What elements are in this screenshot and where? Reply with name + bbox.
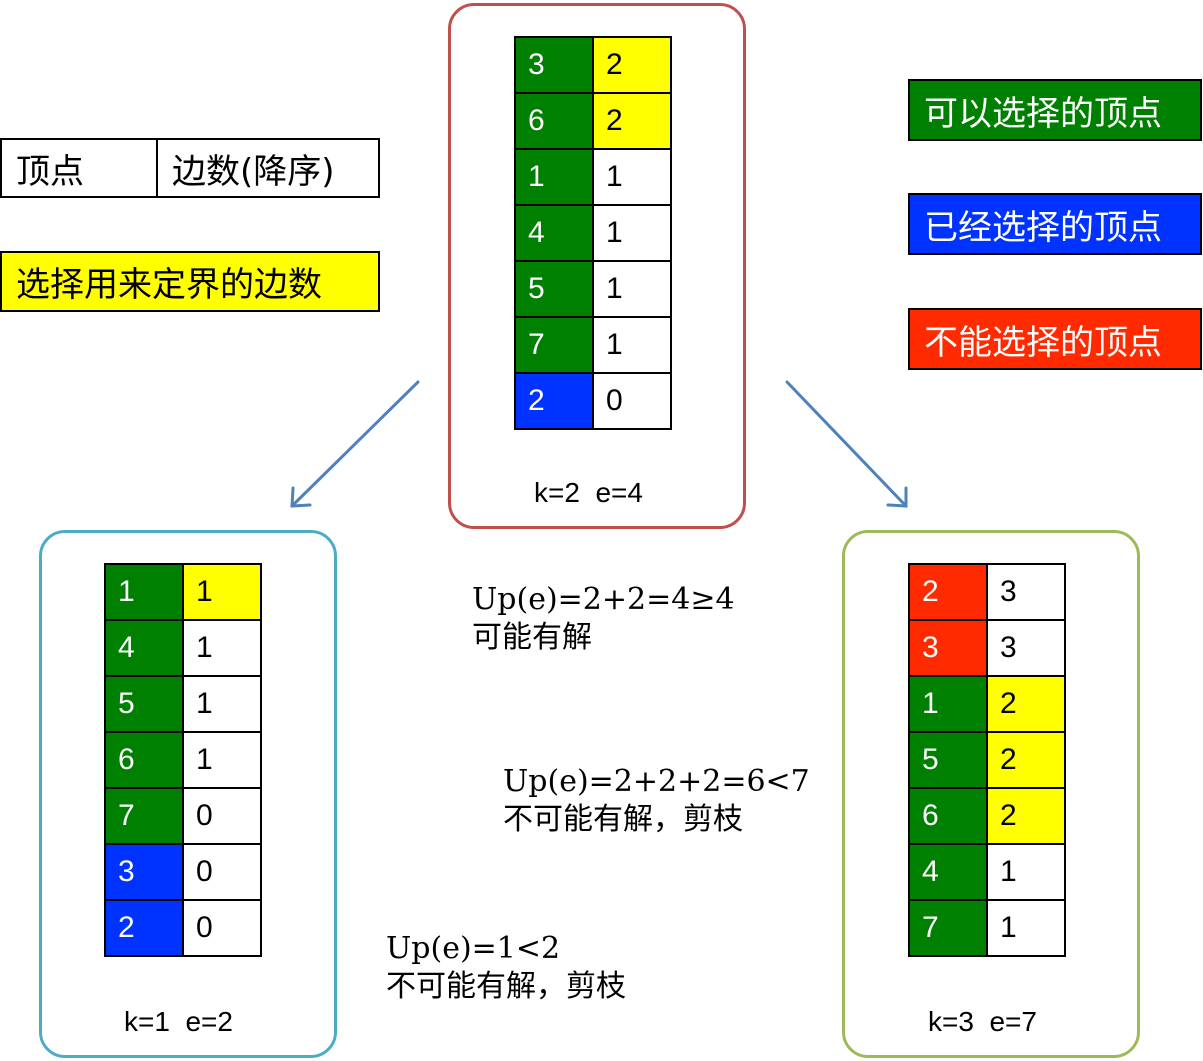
vertex-cell: 5 (908, 731, 988, 789)
degree-cell: 3 (986, 619, 1066, 677)
vertex-cell: 3 (104, 843, 184, 901)
note-bound-ok-line2: 可能有解 (472, 620, 592, 655)
degree-cell: 1 (592, 148, 672, 206)
legend-degree-label: 边数(降序) (172, 151, 335, 192)
left-caption: k=1 e=2 (124, 1006, 233, 1037)
note-prune-left-line1: Up(e)=1<2 (386, 931, 561, 966)
vertex-cell: 2 (908, 563, 988, 621)
vertex-cell: 6 (908, 787, 988, 845)
degree-cell: 0 (182, 787, 262, 845)
degree-cell: 2 (592, 92, 672, 150)
degree-cell: 1 (592, 204, 672, 262)
vertex-cell: 1 (104, 563, 184, 621)
vertex-cell: 6 (514, 92, 594, 150)
vertex-cell: 3 (514, 36, 594, 94)
note-prune-left-line2: 不可能有解，剪枝 (386, 969, 626, 1004)
legend-unselectable: 不能选择的顶点 (908, 308, 1202, 370)
vertex-cell: 6 (104, 731, 184, 789)
vertex-cell: 1 (514, 148, 594, 206)
top-node-panel (448, 3, 746, 529)
legend-selectable: 可以选择的顶点 (908, 79, 1202, 141)
note-bound-ok: Up(e)=2+2=4≥4 可能有解 (472, 581, 735, 657)
left-node-panel (39, 530, 337, 1058)
vertex-cell: 4 (514, 204, 594, 262)
degree-cell: 0 (592, 372, 672, 430)
vertex-cell: 4 (104, 619, 184, 677)
note-prune-right-line2: 不可能有解，剪枝 (503, 802, 743, 837)
arrow-left (290, 380, 420, 508)
note-prune-left: Up(e)=1<2 不可能有解，剪枝 (386, 930, 626, 1006)
degree-cell: 1 (592, 316, 672, 374)
vertex-cell: 7 (514, 316, 594, 374)
vertex-cell: 2 (514, 372, 594, 430)
legend-selected: 已经选择的顶点 (908, 193, 1202, 255)
arrow-right-head (886, 486, 908, 508)
degree-cell: 3 (986, 563, 1066, 621)
top-caption: k=2 e=4 (534, 477, 643, 508)
legend-bound: 选择用来定界的边数 (0, 251, 380, 312)
degree-cell: 1 (986, 899, 1066, 957)
arrow-right (785, 380, 908, 508)
right-node-panel (842, 530, 1140, 1058)
degree-cell: 0 (182, 899, 262, 957)
note-prune-right: Up(e)=2+2+2=6<7 不可能有解，剪枝 (503, 763, 810, 839)
vertex-cell: 7 (908, 899, 988, 957)
degree-cell: 2 (986, 731, 1066, 789)
degree-cell: 1 (986, 843, 1066, 901)
degree-cell: 2 (986, 675, 1066, 733)
degree-cell: 0 (182, 843, 262, 901)
legend-vertex-label: 顶点 (2, 140, 158, 196)
arrow-left-head (290, 486, 312, 508)
degree-cell: 2 (592, 36, 672, 94)
note-prune-right-line1: Up(e)=2+2+2=6<7 (503, 764, 810, 799)
note-bound-ok-line1: Up(e)=2+2=4≥4 (472, 582, 735, 617)
degree-cell: 1 (182, 619, 262, 677)
degree-cell: 1 (592, 260, 672, 318)
right-caption: k=3 e=7 (928, 1006, 1037, 1037)
vertex-cell: 2 (104, 899, 184, 957)
vertex-cell: 5 (104, 675, 184, 733)
vertex-cell: 1 (908, 675, 988, 733)
vertex-cell: 5 (514, 260, 594, 318)
vertex-cell: 7 (104, 787, 184, 845)
degree-cell: 1 (182, 563, 262, 621)
vertex-cell: 3 (908, 619, 988, 677)
legend-header-table: 顶点 边数(降序) (0, 138, 380, 198)
degree-cell: 2 (986, 787, 1066, 845)
degree-cell: 1 (182, 675, 262, 733)
vertex-cell: 4 (908, 843, 988, 901)
degree-cell: 1 (182, 731, 262, 789)
